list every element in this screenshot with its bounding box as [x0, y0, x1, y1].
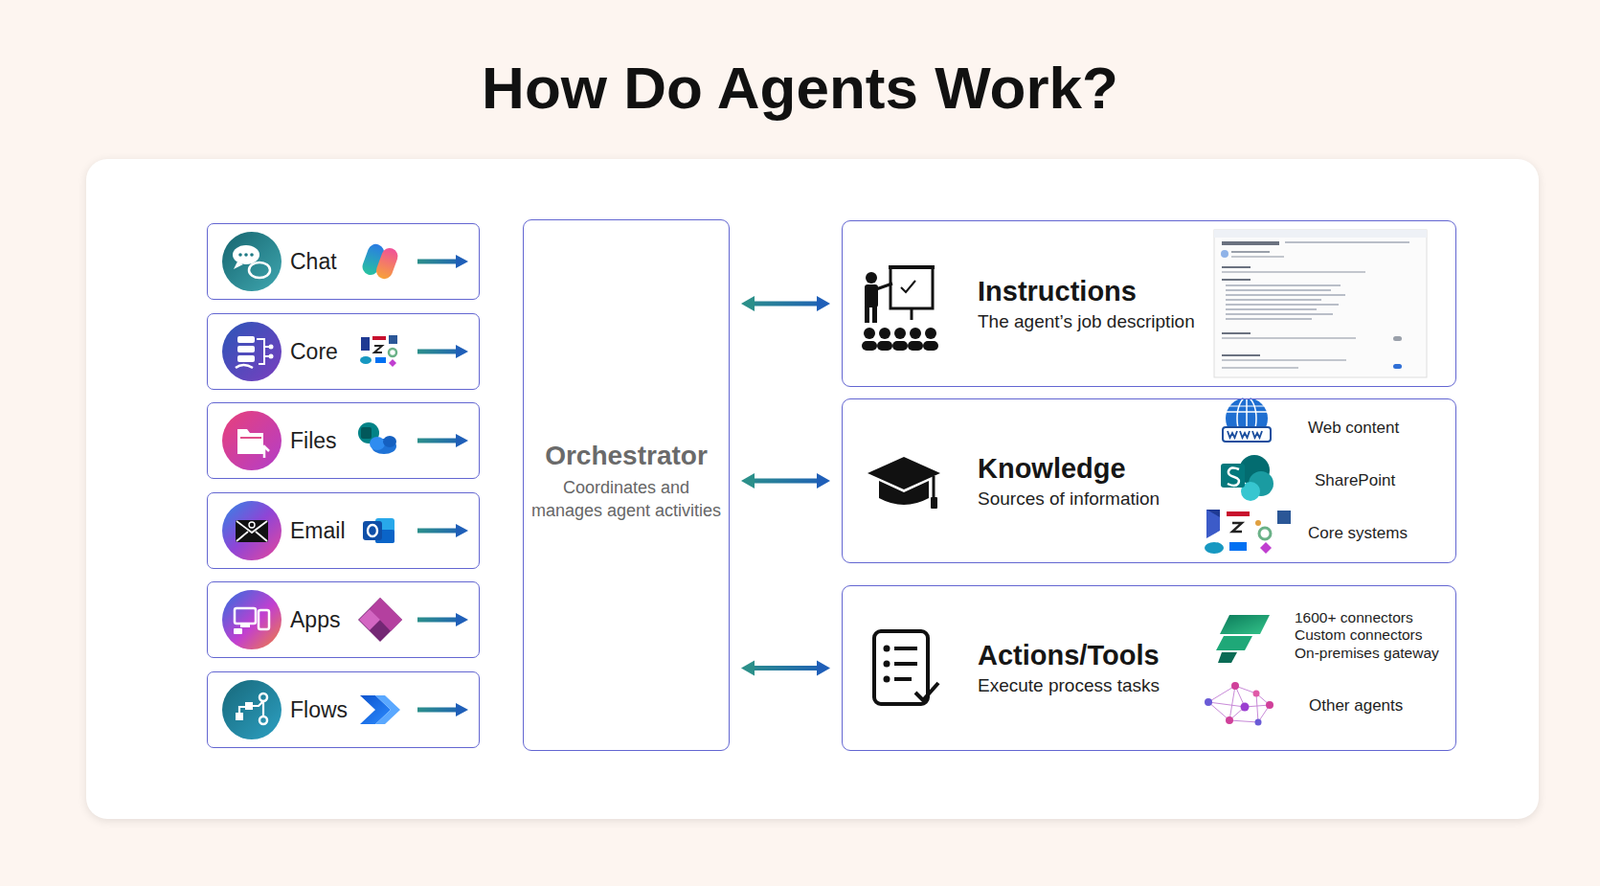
arrow-head [816, 295, 831, 312]
node-description: Coordinates and manages agent activities [527, 476, 725, 522]
arrow-head [816, 660, 831, 677]
chat-icon [222, 231, 469, 292]
source-box: Files [206, 402, 480, 479]
side-label: Other agents [1308, 697, 1403, 714]
arrow-head [741, 660, 755, 677]
double-arrow [741, 660, 831, 677]
globe-icon [1222, 397, 1271, 442]
side-label: On-premises gateway [1294, 645, 1440, 661]
title: How Do Agents Work? [0, 53, 1600, 122]
node-heading: Apps [290, 607, 340, 633]
side-label: Custom connectors [1294, 627, 1423, 643]
mortarboard-icon [867, 456, 941, 509]
arrow-head [741, 473, 755, 489]
source-box: Email [206, 492, 480, 569]
node-heading: Knowledge [977, 452, 1127, 485]
node-description: Sources of information [977, 488, 1160, 510]
arrow-head [816, 473, 831, 489]
flows-icon [222, 679, 469, 740]
double-arrow [741, 295, 831, 312]
double-arrow [741, 473, 831, 489]
node-heading: Actions/Tools [977, 639, 1160, 672]
sharepoint-icon [1220, 454, 1274, 501]
connectors-icon [1216, 614, 1270, 663]
side-label: Core systems [1307, 524, 1408, 541]
core-systems-icon [1204, 509, 1291, 554]
files-icon [222, 410, 469, 471]
screenshot [1214, 229, 1427, 378]
component-box: InstructionsThe agent’s job description [841, 220, 1457, 387]
email-icon [222, 500, 469, 561]
apps-icon [222, 589, 469, 650]
orchestrator-box: OrchestratorCoordinates and manages agen… [522, 219, 730, 751]
arrow-shaft [752, 301, 819, 307]
arrow-shaft [752, 478, 819, 484]
node-heading: Files [290, 428, 338, 454]
arrow-head [741, 295, 755, 312]
node-heading: Orchestrator [544, 440, 708, 472]
node-heading: Chat [290, 248, 338, 275]
source-box: Flows [206, 671, 480, 748]
side-label: SharePoint [1314, 472, 1396, 489]
side-label: Web content [1307, 419, 1399, 436]
source-box: Apps [206, 581, 480, 658]
checklist-icon [874, 630, 939, 704]
core-icon [222, 321, 469, 382]
node-description: Execute process tasks [977, 675, 1160, 697]
node-heading: Flows [290, 697, 348, 723]
source-box: Chat [206, 223, 480, 300]
agents-network-icon [1204, 681, 1274, 726]
arrow-shaft [752, 665, 819, 671]
presenter-icon [861, 267, 939, 351]
source-box: Core [206, 313, 480, 390]
side-label: 1600+ connectors [1294, 609, 1414, 626]
node-heading: Email [290, 518, 346, 544]
node-heading: Core [290, 338, 339, 365]
node-description: The agent’s job description [977, 311, 1195, 333]
node-heading: Instructions [977, 275, 1137, 308]
